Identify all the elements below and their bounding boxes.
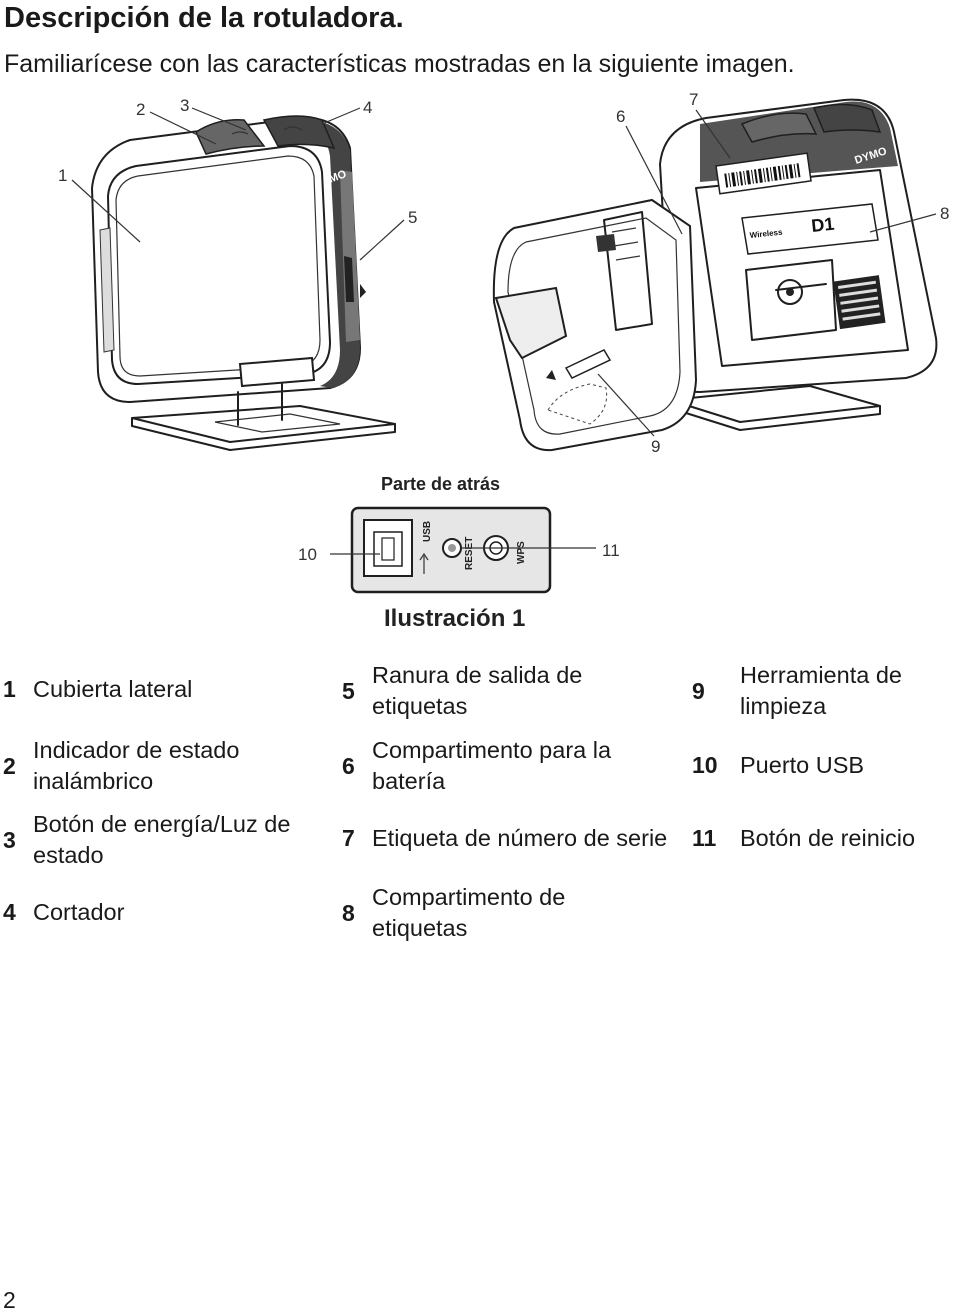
cartridge-d1-text: D1 [810, 214, 835, 236]
callouts: 1 2 3 4 5 6 7 8 9 [58, 90, 949, 456]
legend-number: 5 [342, 677, 355, 704]
legend-number: 6 [342, 752, 355, 779]
legend-text: Etiqueta de número de serie [372, 825, 668, 851]
cleaning-tool [564, 349, 612, 379]
label-exit-slot [344, 256, 354, 302]
page-subtitle: Familiarícese con las características mo… [4, 50, 795, 78]
wireless-status-button [195, 119, 266, 155]
legend-number: 11 [692, 825, 717, 851]
callout-4: 4 [363, 98, 372, 117]
back-view-label: Parte de atrás [381, 474, 500, 494]
legend-item: 11 Botón de reinicio [692, 823, 960, 854]
barcode-icon [724, 163, 801, 188]
usb-icon [419, 552, 429, 574]
callout-5: 5 [408, 208, 417, 227]
page-title: Descripción de la rotuladora. [4, 2, 404, 34]
legend-item: 3 Botón de energía/Luz de estado [3, 809, 323, 871]
legend-number: 3 [3, 826, 16, 853]
back-panel: USB RESET WPS [350, 506, 552, 594]
legend-item: 1 Cubierta lateral [3, 674, 323, 705]
legend-item: 9 Herramienta de limpieza [692, 660, 950, 722]
power-button [262, 115, 336, 150]
figure-caption: Ilustración 1 [384, 605, 525, 632]
front-window [238, 356, 316, 388]
callout-9: 9 [651, 437, 660, 456]
legend-number: 8 [342, 899, 355, 926]
stand-base-left-edge [131, 417, 396, 451]
legend-text: Ranura de salida de etiquetas [372, 662, 583, 719]
reset-text: RESET [464, 537, 475, 570]
printer-open: DYMO D1 Wireless [492, 98, 938, 452]
page-number: 2 [3, 1287, 16, 1313]
legend-text: Cortador [33, 899, 125, 925]
legend-text: Indicador de estado inalámbrico [33, 737, 240, 794]
illustration-svg: DYMO DYMO [58, 90, 949, 632]
legend-text: Herramienta de limpieza [740, 662, 902, 719]
legend-number: 4 [3, 899, 16, 925]
callout-7: 7 [689, 90, 698, 109]
legend-text: Puerto USB [740, 752, 865, 778]
legend-number: 10 [692, 752, 718, 778]
legend-item: 10 Puerto USB [692, 750, 950, 781]
serial-number-label [715, 152, 812, 195]
wps-text: WPS [516, 541, 527, 564]
legend-number: 1 [3, 676, 16, 702]
legend-item: 7 Etiqueta de número de serie [342, 823, 692, 854]
legend-item: 8 Compartimento de etiquetas [342, 882, 622, 944]
legend-number: 2 [3, 752, 16, 779]
legend-item: 2 Indicador de estado inalámbrico [3, 735, 273, 797]
callout-8: 8 [940, 204, 949, 223]
legend-item: 6 Compartimento para la batería [342, 735, 642, 797]
printer-closed: DYMO [91, 115, 396, 451]
legend-text: Compartimento de etiquetas [372, 884, 566, 941]
door-latch [494, 286, 568, 360]
legend-number: 7 [342, 825, 355, 851]
open-side-door [492, 198, 698, 452]
legend-text: Botón de energía/Luz de estado [33, 811, 291, 868]
cartridge-wireless-text: Wireless [749, 228, 783, 240]
battery-compartment [603, 211, 653, 331]
label-cartridge [741, 203, 879, 255]
callout-10: 10 [298, 545, 317, 564]
usb-text: USB [422, 521, 433, 542]
callout-11: 11 [602, 541, 620, 560]
legend-text: Botón de reinicio [740, 825, 916, 851]
callout-1: 1 [58, 166, 67, 185]
legend-number: 9 [692, 677, 705, 704]
callout-6: 6 [616, 107, 625, 126]
callout-2: 2 [136, 100, 145, 119]
label-maker-illustration: DYMO DYMO [0, 80, 960, 660]
width-table [833, 275, 886, 330]
callout-3: 3 [180, 96, 189, 115]
printer-body-left [91, 116, 361, 403]
legend-text: Cubierta lateral [33, 676, 193, 702]
legend-text: Compartimento para la batería [372, 737, 612, 794]
legend-item: 4 Cortador [3, 897, 323, 928]
legend-item: 5 Ranura de salida de etiquetas [342, 660, 622, 722]
label-compartment [695, 169, 909, 367]
side-cover [107, 145, 331, 385]
